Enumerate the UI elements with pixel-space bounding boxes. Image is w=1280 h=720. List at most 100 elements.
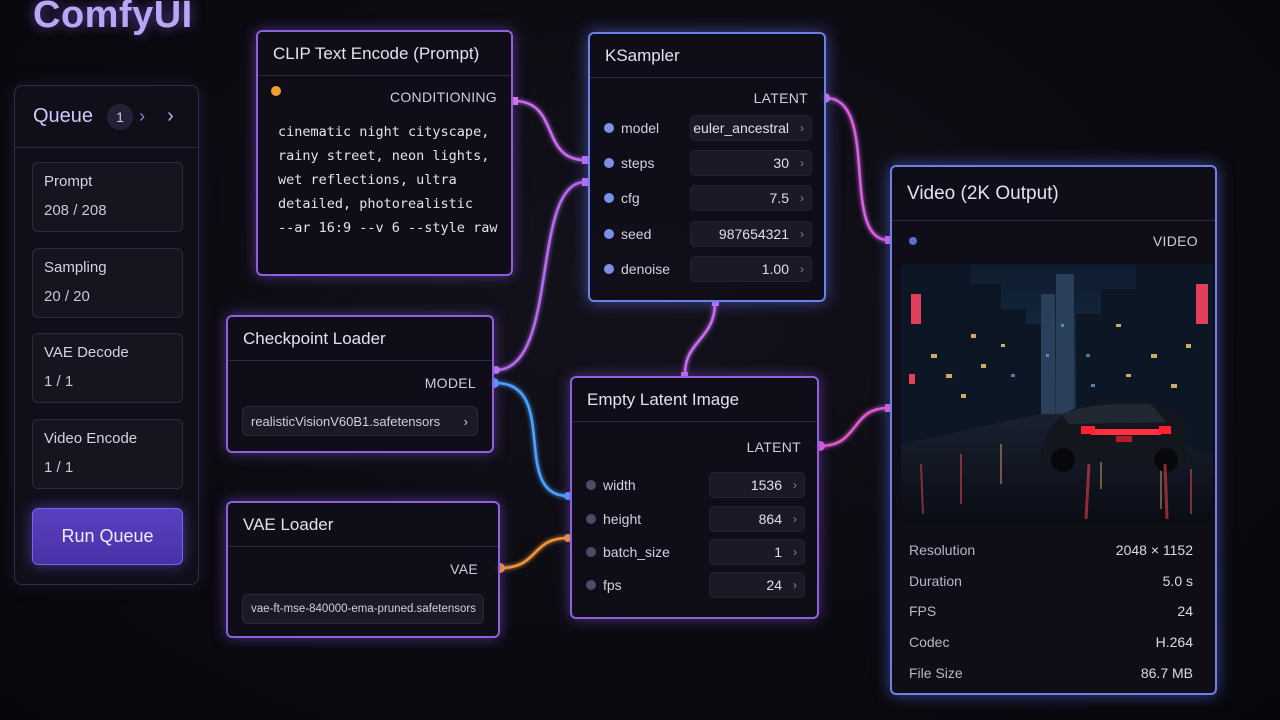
queue-item-label: Sampling — [44, 259, 107, 276]
vae-file-select[interactable]: vae-ft-mse-840000-ema-pruned.safetensors — [242, 594, 484, 624]
node-title: KSampler — [590, 34, 824, 78]
video-preview[interactable] — [901, 264, 1213, 526]
param-fps[interactable]: fps 24 › — [586, 572, 805, 598]
queue-item-video-encode[interactable]: Video Encode 1 / 1 — [32, 419, 183, 489]
input-dot — [586, 514, 596, 524]
param-value[interactable]: 7.5 › — [690, 185, 812, 211]
queue-item-vae-decode[interactable]: VAE Decode 1 / 1 — [32, 333, 183, 403]
param-value[interactable]: 30 › — [690, 150, 812, 176]
queue-item-progress: 208 / 208 — [44, 202, 107, 219]
wire-ksampler-video — [825, 96, 889, 242]
meta-value: 24 — [1177, 603, 1193, 619]
meta-key: Duration — [909, 573, 962, 589]
meta-codec: Codec H.264 — [909, 631, 1193, 653]
chevron-right-icon[interactable]: › — [139, 106, 146, 126]
wire-model-latent — [495, 381, 569, 498]
param-name: denoise — [621, 261, 671, 277]
video-output-node[interactable]: Video (2K Output) VIDEO — [890, 165, 1217, 695]
output-label: MODEL — [424, 375, 476, 391]
chevron-right-icon: › — [800, 227, 804, 241]
queue-item-progress: 1 / 1 — [44, 373, 74, 390]
output-label: LATENT — [753, 90, 808, 106]
param-name: width — [603, 477, 636, 493]
param-value-text: 30 — [773, 155, 789, 171]
node-title: Video (2K Output) — [892, 167, 1215, 221]
queue-panel: Queue 1 › › Prompt 208 / 208 Sampling 20… — [14, 85, 199, 585]
param-value-text: 24 — [766, 577, 782, 593]
meta-key: Resolution — [909, 542, 976, 558]
chevron-right-icon: › — [793, 578, 797, 592]
input-dot — [604, 193, 614, 203]
param-steps[interactable]: steps 30 › — [604, 150, 812, 176]
chevron-right-icon: › — [793, 512, 797, 526]
empty-latent-image-node[interactable]: Empty Latent Image LATENT width 1536› he… — [570, 376, 819, 619]
ksampler-node[interactable]: KSampler LATENT model euler_ancestral› s… — [588, 32, 826, 302]
meta-value: H.264 — [1155, 634, 1193, 650]
param-value-text: 1.00 — [761, 261, 789, 277]
meta-key: Codec — [909, 634, 950, 650]
node-title: Empty Latent Image — [572, 378, 817, 422]
param-width[interactable]: width 1536› — [586, 472, 805, 498]
queue-item-sampling[interactable]: Sampling 20 / 20 — [32, 248, 183, 318]
param-value-text: 864 — [758, 511, 782, 527]
param-batch-size[interactable]: batch_size 1› — [586, 539, 805, 565]
meta-key: File Size — [909, 665, 963, 681]
run-queue-button[interactable]: Run Queue — [32, 508, 183, 565]
queue-count-badge: 1 — [107, 103, 134, 130]
chevron-right-icon: › — [793, 545, 797, 559]
meta-value: 2048 × 1152 — [1115, 542, 1193, 558]
queue-header: Queue 1 › › — [15, 86, 198, 148]
checkpoint-file-select[interactable]: realisticVisionV60B1.safetensors › — [242, 406, 478, 436]
output-label: CONDITIONING — [389, 89, 497, 105]
chevron-right-icon: › — [800, 191, 804, 205]
meta-value: 5.0 s — [1162, 573, 1193, 589]
param-value[interactable]: 24 › — [709, 572, 805, 598]
selected-file: vae-ft-mse-840000-ema-pruned.safetensors — [251, 603, 477, 615]
meta-key: FPS — [909, 603, 937, 619]
expand-chevron-icon[interactable]: › — [167, 105, 174, 127]
input-dot — [604, 229, 614, 239]
param-value[interactable]: 864 › — [709, 506, 805, 532]
param-name: model — [621, 120, 660, 136]
param-model[interactable]: model euler_ancestral› — [604, 115, 812, 141]
param-name: fps — [603, 577, 622, 593]
chevron-right-icon: › — [800, 156, 804, 170]
param-value[interactable]: 987654321 › — [690, 221, 812, 247]
checkpoint-loader-node[interactable]: Checkpoint Loader MODEL realisticVisionV… — [226, 315, 494, 453]
meta-fps: FPS 24 — [909, 600, 1193, 622]
input-dot — [586, 580, 596, 590]
param-denoise[interactable]: denoise 1.00› — [604, 256, 812, 282]
param-value-text: 987654321 — [718, 226, 789, 242]
queue-item-label: Prompt — [44, 173, 93, 190]
node-title: Checkpoint Loader — [228, 317, 492, 361]
wire-latent-ksampler — [683, 301, 717, 375]
param-name: steps — [621, 155, 655, 171]
wire-latent-video — [819, 406, 889, 448]
param-name: batch_size — [603, 544, 670, 560]
param-cfg[interactable]: cfg 7.5› — [604, 185, 812, 211]
param-name: height — [603, 511, 642, 527]
param-height[interactable]: height 864 › — [586, 506, 805, 532]
param-value[interactable]: 1.00› — [690, 256, 812, 282]
vae-loader-node[interactable]: VAE Loader VAE vae-ft-mse-840000-ema-pru… — [226, 501, 500, 638]
param-value-text: 1536 — [750, 477, 782, 493]
queue-item-prompt[interactable]: Prompt 208 / 208 — [32, 162, 183, 232]
chevron-right-icon: › — [800, 121, 804, 135]
queue-item-progress: 1 / 1 — [44, 459, 74, 476]
meta-file-size: File Size 86.7 MB — [909, 662, 1193, 684]
param-seed[interactable]: seed 987654321 › — [604, 221, 812, 247]
param-value[interactable]: 1› — [709, 539, 805, 565]
clip-text-encode-node[interactable]: CLIP Text Encode (Prompt) CONDITIONING c… — [256, 30, 513, 276]
param-value[interactable]: euler_ancestral› — [690, 115, 812, 141]
wire-vae-latent — [499, 536, 569, 570]
param-value[interactable]: 1536› — [709, 472, 805, 498]
param-value-text: 7.5 — [769, 190, 789, 206]
meta-duration: Duration 5.0 s — [909, 570, 1193, 592]
param-value-text: 1 — [774, 544, 782, 560]
prompt-textarea[interactable]: cinematic night cityscape, rainy street,… — [278, 124, 498, 236]
chevron-right-icon: › — [463, 413, 468, 429]
param-name: seed — [621, 226, 652, 242]
input-dot — [604, 158, 614, 168]
input-dot — [604, 123, 614, 133]
selected-file: realisticVisionV60B1.safetensors — [251, 413, 441, 429]
